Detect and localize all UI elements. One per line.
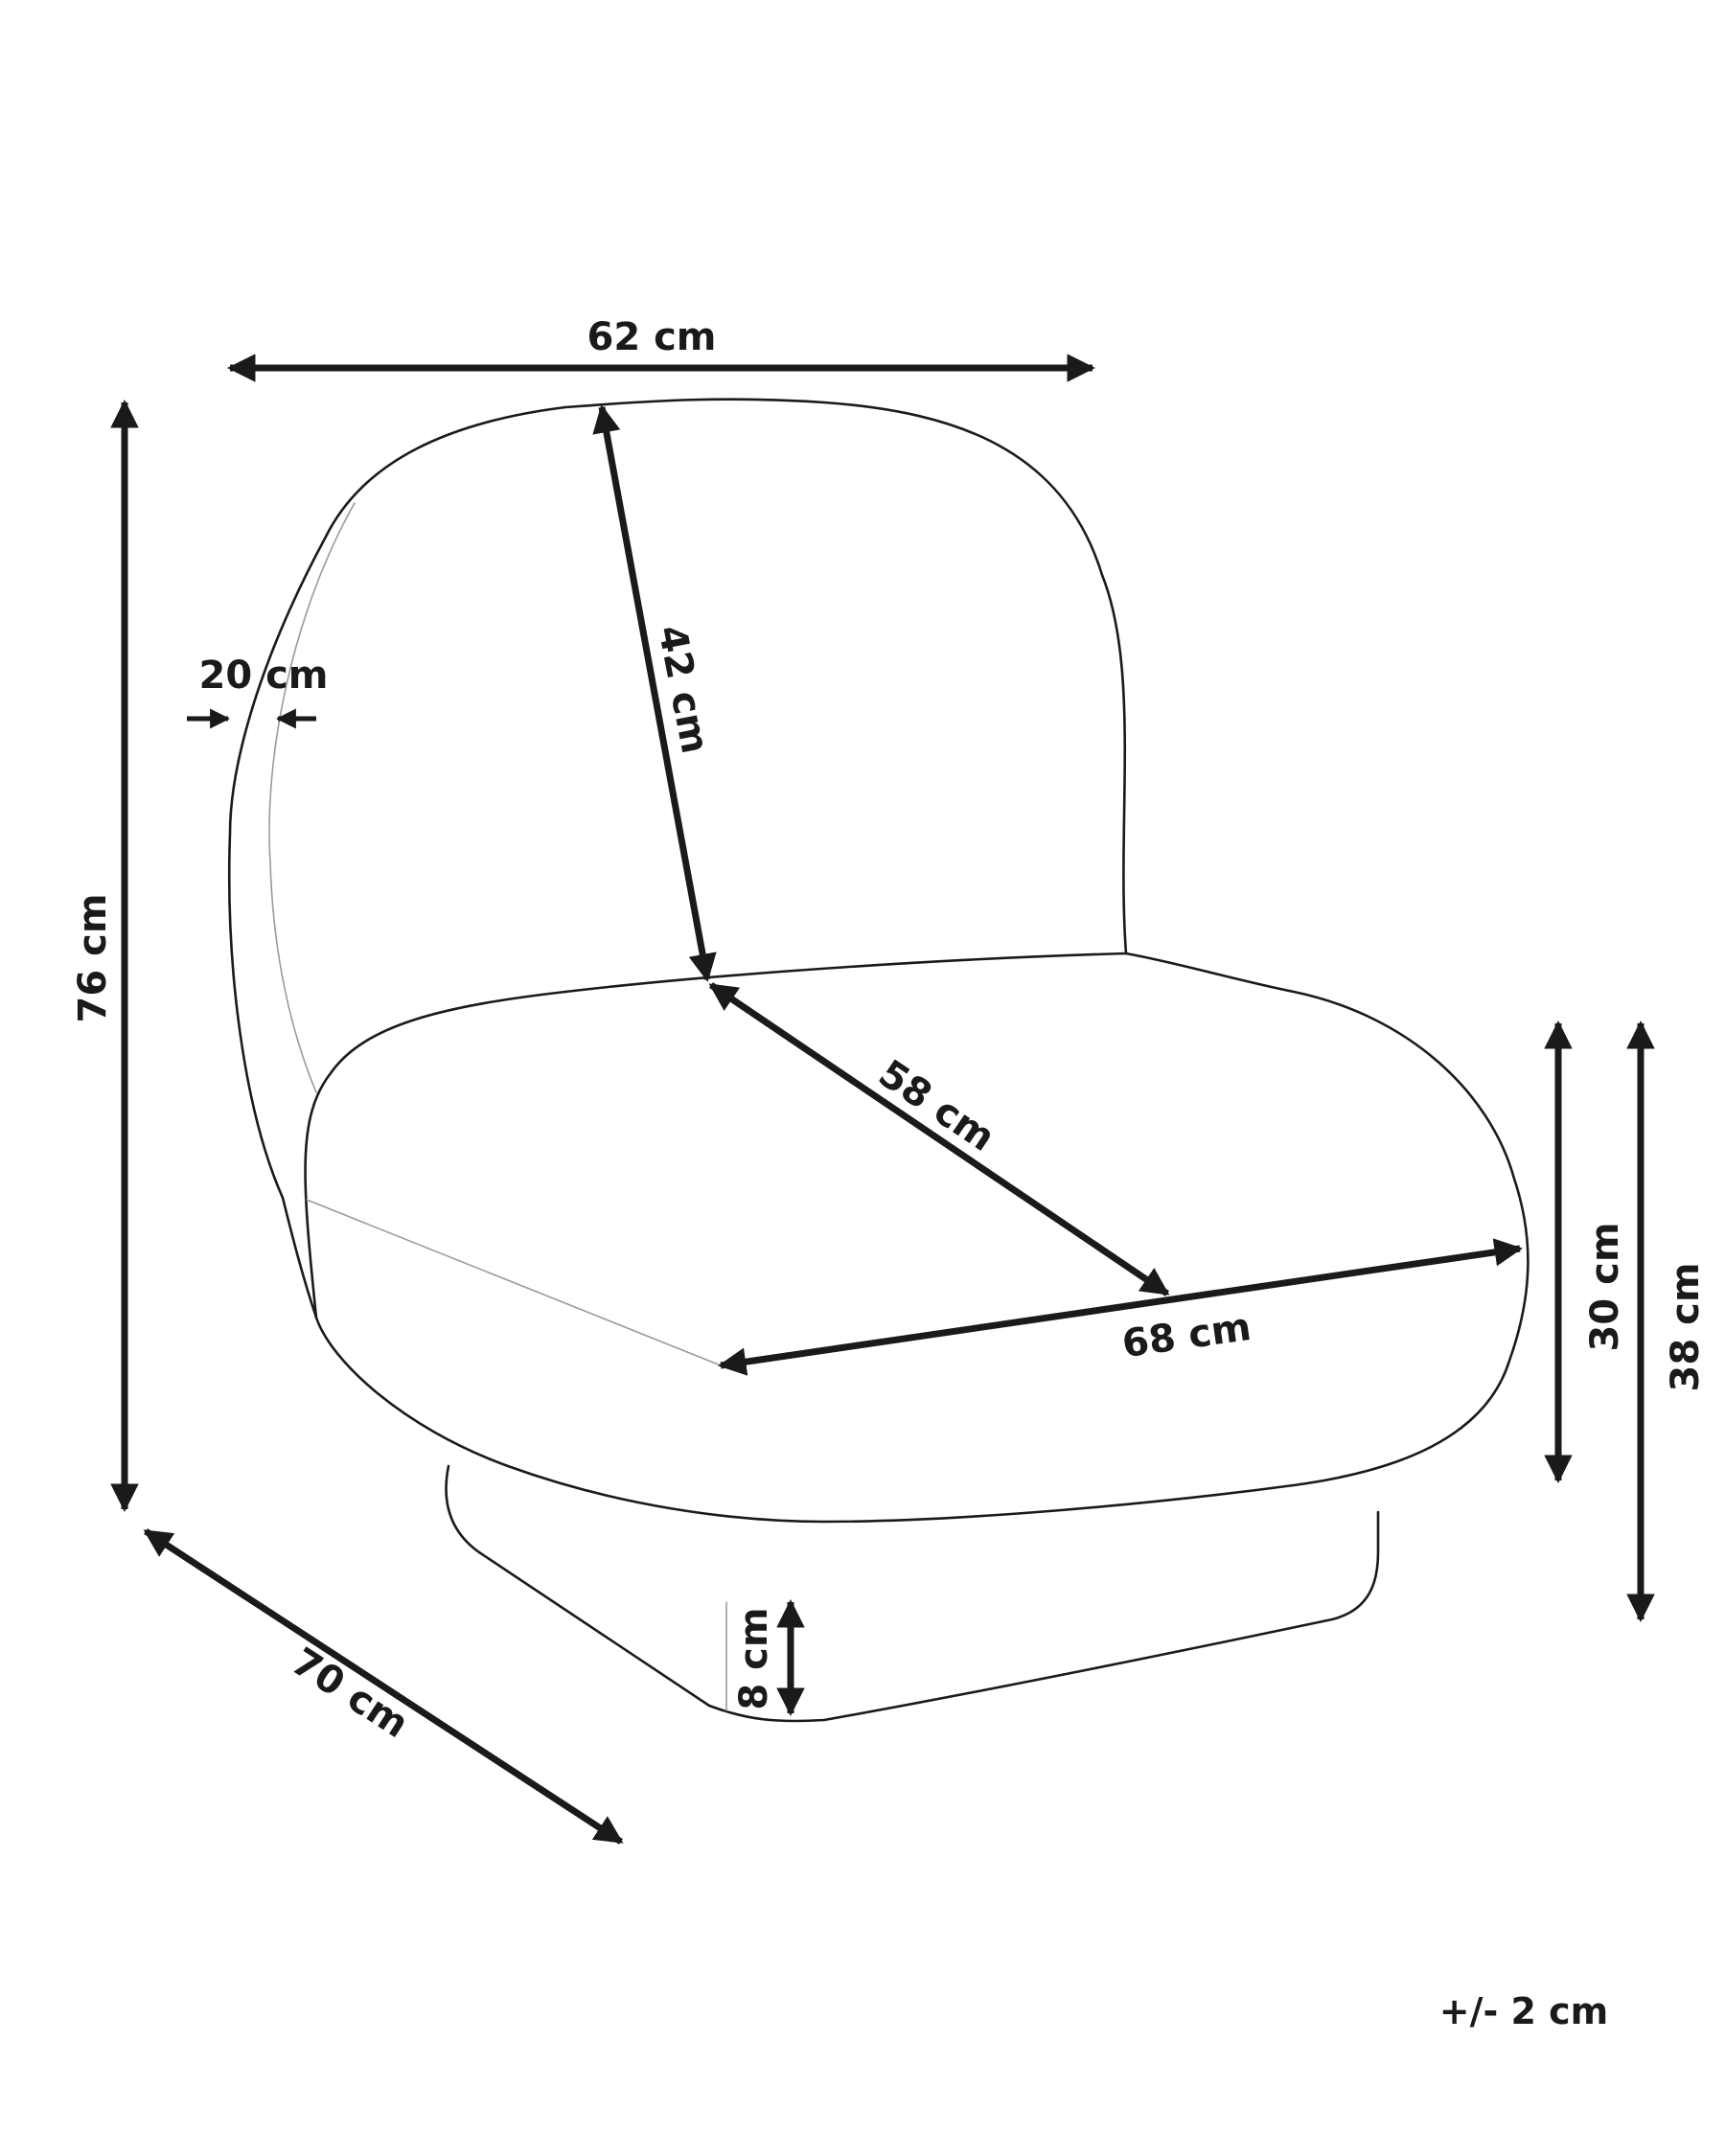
seat-width-label: 68 cm (1119, 1305, 1254, 1366)
depth-total-arrow (143, 1528, 624, 1845)
seat-width-arrow (718, 1238, 1523, 1376)
backrest-side-line (268, 502, 356, 1093)
seat-front-edge (306, 1199, 722, 1366)
overall-seat-height-label: 38 cm (1664, 1263, 1708, 1392)
backrest-height-arrow (592, 404, 717, 982)
width-top-label: 62 cm (587, 315, 717, 359)
seat-cushion-outline (304, 952, 1530, 1524)
tolerance-label: +/- 2 cm (1439, 1990, 1609, 2032)
base-height-label: 8 cm (732, 1607, 776, 1709)
seat-depth-arrow (708, 982, 1170, 1296)
chair-outline (227, 398, 1530, 1723)
height-total-label: 76 cm (71, 894, 115, 1023)
seat-back-edge (564, 952, 1128, 994)
dimension-labels: 62 cm 76 cm 20 cm 42 cm 58 cm 68 cm 30 c… (71, 315, 1708, 2032)
seat-height-label: 30 cm (1583, 1223, 1627, 1352)
backrest-outline (227, 398, 1128, 1319)
backrest-thickness-label: 20 cm (199, 654, 329, 698)
base-outline (445, 1464, 1380, 1723)
dimension-lines (110, 354, 1655, 1845)
